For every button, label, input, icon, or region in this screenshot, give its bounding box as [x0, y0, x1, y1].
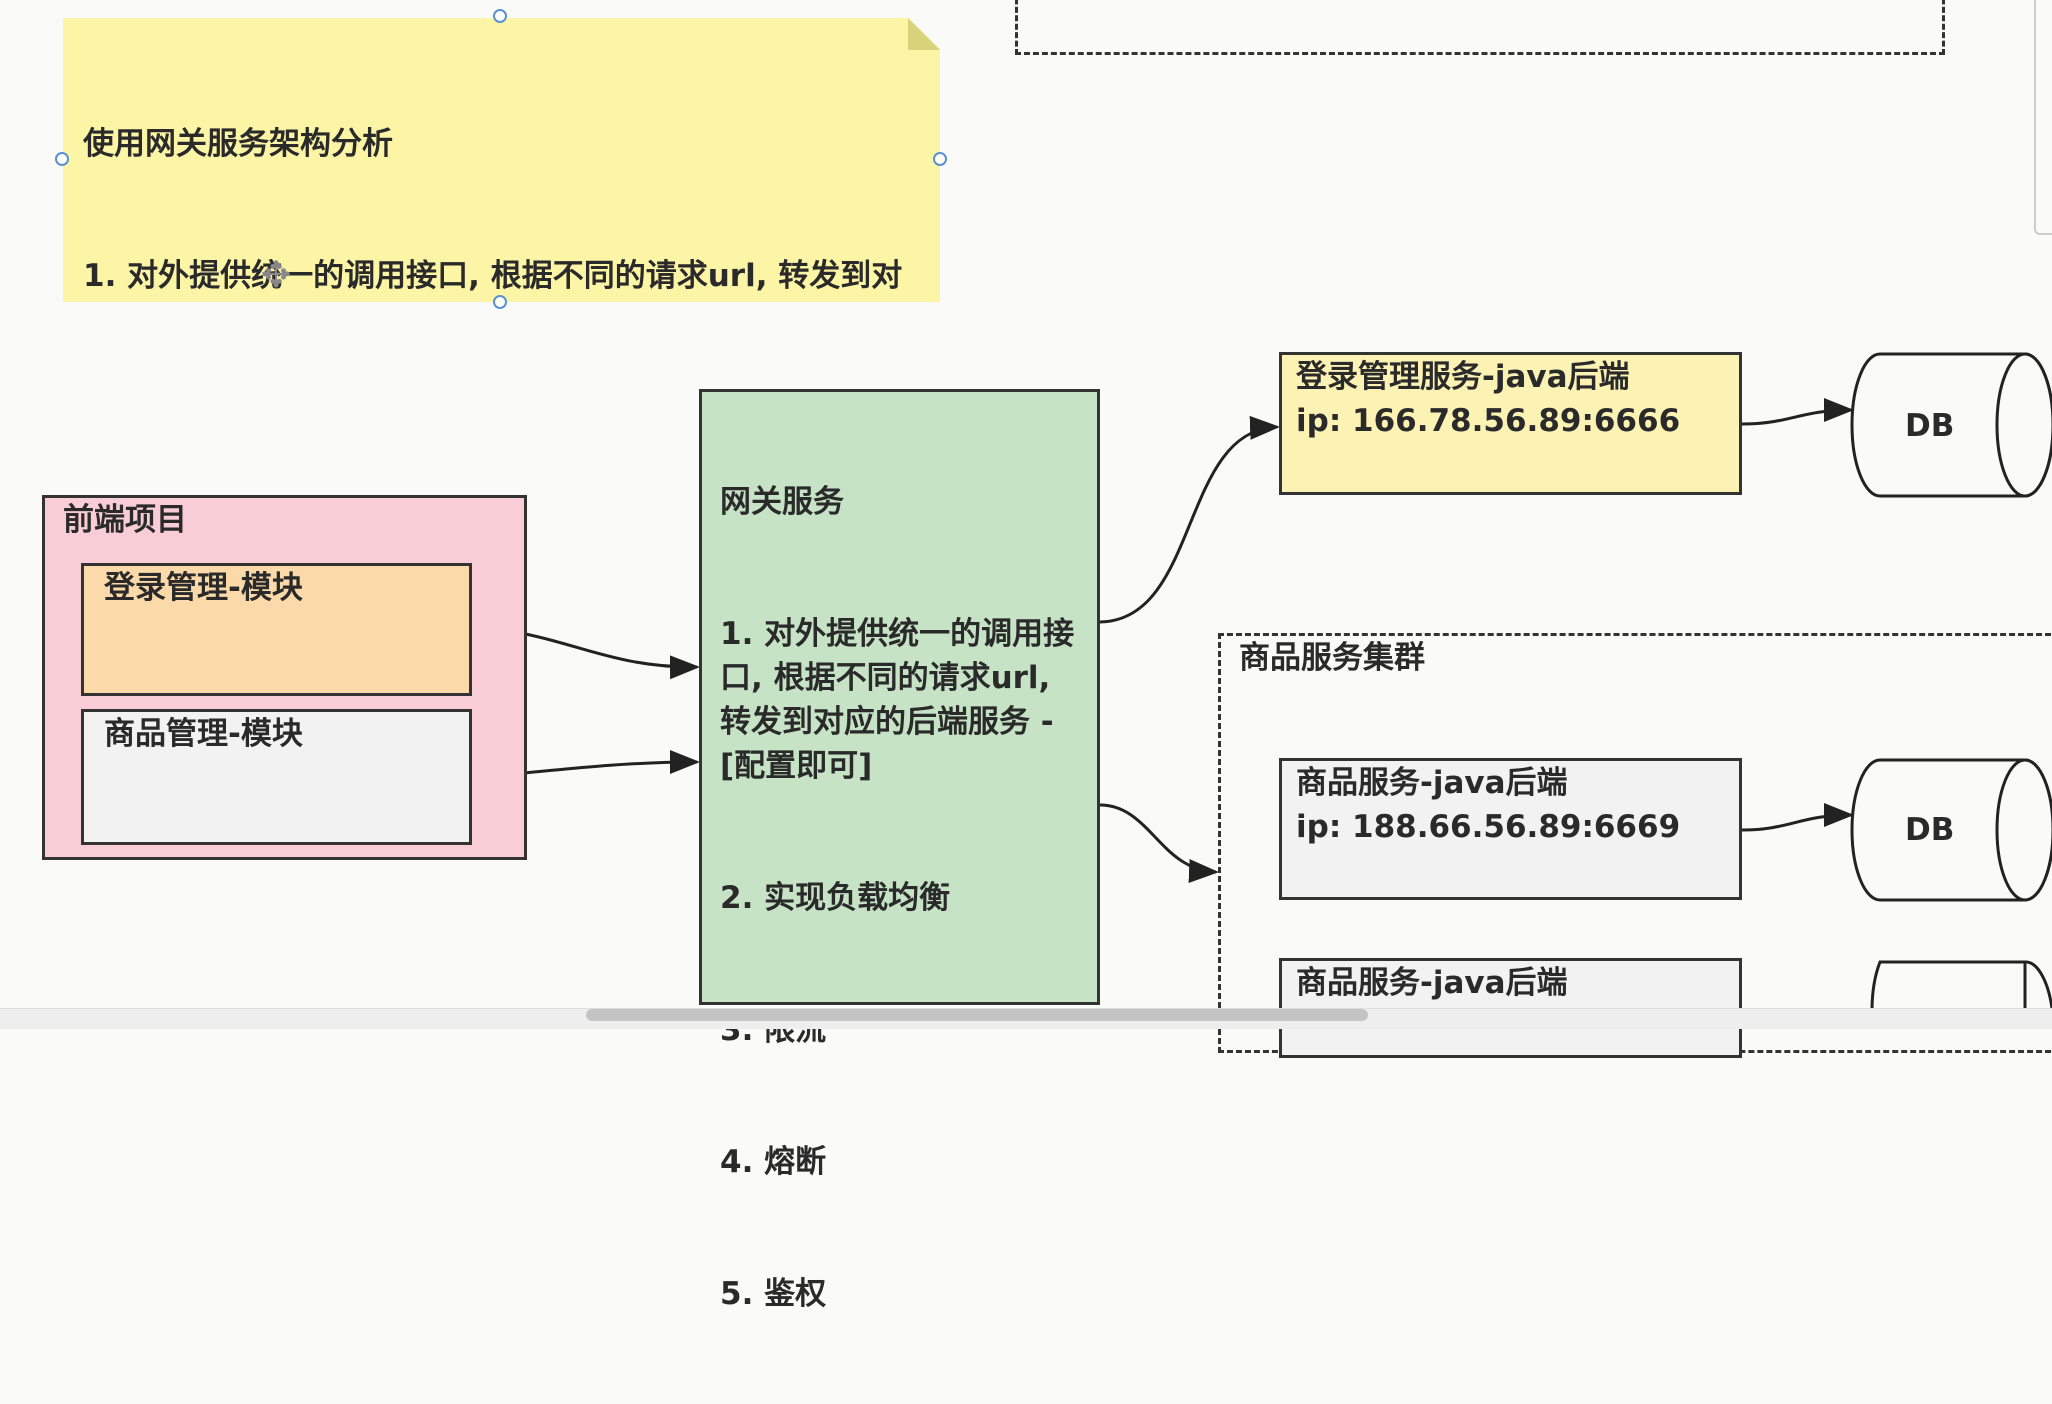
gateway-title: 网关服务	[720, 484, 844, 520]
gateway-item: 4. 熔断	[720, 1144, 827, 1180]
resize-handle-top[interactable]	[493, 9, 507, 23]
db-cylinder-2	[1850, 758, 2052, 902]
cluster-title: 商品服务集群	[1239, 640, 1425, 676]
product-service-box[interactable]: 商品服务-java后端 ip: 188.66.56.89:6669	[1279, 758, 1742, 900]
gateway-service-box[interactable]: 网关服务 1. 对外提供统一的调用接口, 根据不同的请求url, 转发到对应的后…	[699, 389, 1100, 1312]
top-dashed-container[interactable]	[1015, 0, 1945, 55]
login-module-label: 登录管理-模块	[104, 570, 303, 606]
db-label-1: DB	[1905, 408, 1955, 444]
product-module-label: 商品管理-模块	[104, 716, 303, 752]
login-service-box[interactable]: 登录管理服务-java后端 ip: 166.78.56.89:6666	[1279, 352, 1742, 495]
gateway-item: 1. 对外提供统一的调用接口, 根据不同的请求url, 转发到对应的后端服务 -…	[720, 616, 1075, 784]
resize-handle-left[interactable]	[55, 152, 69, 166]
gateway-item: 2. 实现负载均衡	[720, 880, 951, 916]
horizontal-scrollbar-thumb[interactable]	[586, 1009, 1368, 1021]
resize-handle-bottom[interactable]	[493, 295, 507, 309]
arrow-gateway-to-login-service	[1099, 415, 1280, 624]
product-service-name: 商品服务-java后端	[1296, 765, 1568, 801]
db-label-2: DB	[1905, 812, 1955, 848]
move-cursor-icon: ✥	[261, 255, 292, 296]
product-service-ip: ip: 188.66.56.89:6669	[1296, 809, 1681, 845]
product-module-box[interactable]: 商品管理-模块	[81, 709, 472, 845]
login-service-name: 登录管理服务-java后端	[1296, 359, 1630, 395]
product-service-2-name: 商品服务-java后端	[1296, 965, 1568, 1001]
note-title: 使用网关服务架构分析	[83, 126, 393, 162]
frontend-title: 前端项目	[63, 502, 187, 538]
db-cylinder-1	[1850, 352, 2052, 498]
login-module-box[interactable]: 登录管理-模块	[81, 563, 472, 696]
resize-handle-right[interactable]	[933, 152, 947, 166]
arrow-gateway-to-cluster	[1099, 803, 1219, 883]
note-line-1: 1. 对外提供统一的调用接口, 根据不同的请求url, 转发到对应的后端服务 -…	[83, 258, 903, 338]
arrow-product-service-to-db	[1741, 803, 1854, 832]
login-service-ip: ip: 166.78.56.89:6666	[1296, 403, 1681, 439]
arrow-login-service-to-db	[1741, 398, 1854, 426]
right-edge-panel	[2034, 0, 2052, 235]
sticky-note[interactable]: 使用网关服务架构分析 1. 对外提供统一的调用接口, 根据不同的请求url, 转…	[63, 18, 940, 302]
gateway-item: 5. 鉴权	[720, 1276, 827, 1312]
